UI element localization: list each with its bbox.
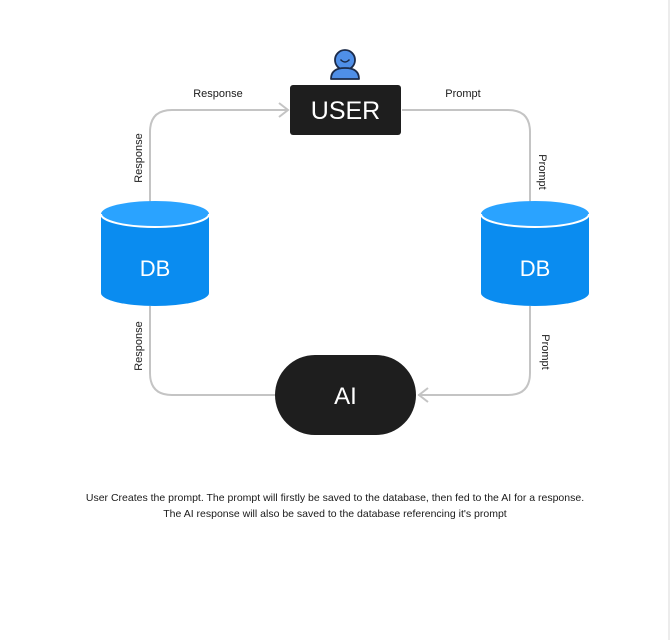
page-edge	[668, 0, 670, 640]
edge-label-right-upper: Prompt	[536, 154, 548, 189]
arrow-to-user	[278, 102, 290, 118]
connector-right-lower	[418, 306, 531, 396]
diagram-caption: User Creates the prompt. The prompt will…	[0, 490, 670, 522]
user-icon	[330, 49, 360, 80]
connector-left-lower	[149, 306, 276, 396]
arrow-to-ai	[417, 387, 429, 403]
ai-node-label: AI	[334, 383, 357, 410]
edge-label-left-upper: Response	[133, 133, 145, 183]
user-node-label: USER	[311, 97, 380, 125]
caption-line-2: The AI response will also be saved to th…	[163, 508, 507, 520]
user-node: USER	[290, 85, 401, 135]
edge-label-left-lower: Response	[133, 321, 145, 371]
db-right-node: DB	[480, 201, 590, 306]
connector-left-upper	[149, 109, 288, 204]
connector-right-upper	[402, 109, 531, 204]
edge-label-right-lower: Prompt	[539, 334, 551, 369]
ai-node: AI	[275, 355, 416, 435]
db-right-label: DB	[520, 256, 551, 281]
edge-label-top-right: Prompt	[445, 88, 480, 100]
db-left-label: DB	[140, 256, 171, 281]
edge-label-top-left: Response	[193, 88, 243, 100]
db-left-node: DB	[100, 201, 210, 306]
caption-line-1: User Creates the prompt. The prompt will…	[85, 492, 585, 504]
